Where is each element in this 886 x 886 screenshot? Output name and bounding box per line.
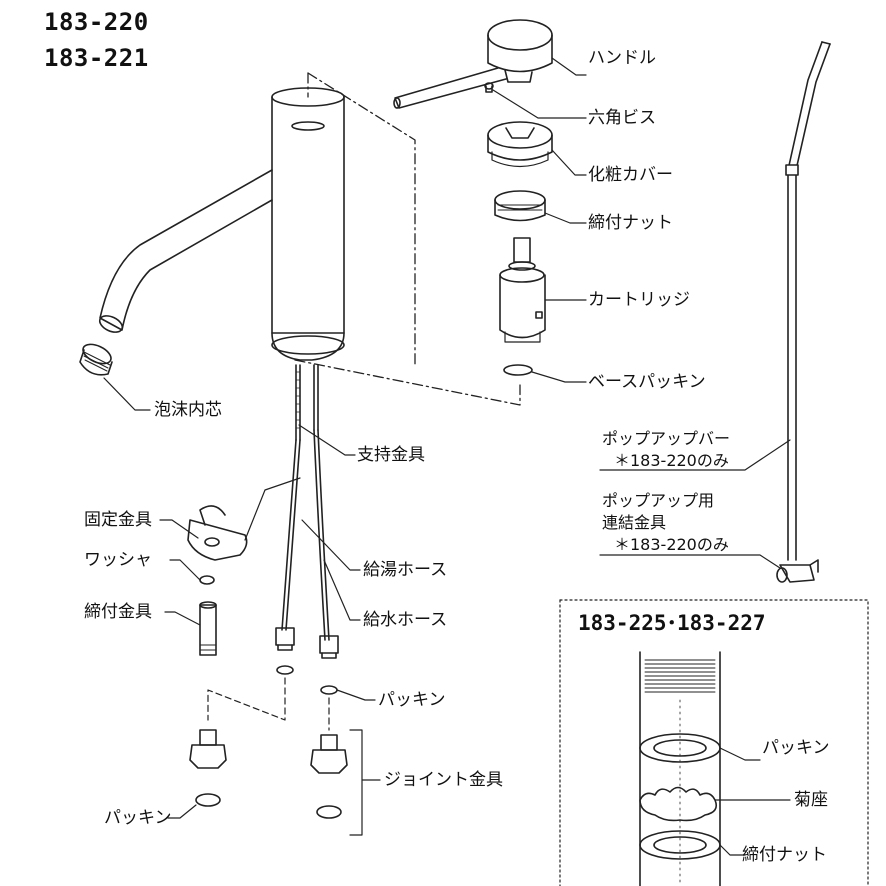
spout bbox=[98, 169, 273, 333]
faucet-body bbox=[271, 87, 345, 361]
label-packing: パッキン bbox=[378, 690, 446, 710]
hoses bbox=[281, 364, 330, 641]
inset-label-chrysanthemum-seat: 菊座 bbox=[794, 790, 828, 810]
label-joint-fitting: ジョイント金具 bbox=[384, 770, 503, 790]
washer-part bbox=[199, 575, 215, 585]
label-cartridge: カートリッジ bbox=[588, 290, 690, 310]
assembly-guide bbox=[294, 72, 521, 406]
cartridge-part bbox=[499, 237, 546, 343]
fastening-fitting-part bbox=[199, 601, 217, 656]
base-packing-part bbox=[503, 364, 533, 376]
inset-label-fastening-nut: 締付ナット bbox=[742, 845, 827, 865]
label-washer: ワッシャ bbox=[84, 550, 152, 570]
label-popup-link-2: 連結金具 bbox=[602, 513, 667, 532]
popup-link-part bbox=[776, 559, 819, 583]
connection-guides bbox=[207, 677, 330, 731]
model-number-1: 183-220 bbox=[44, 8, 149, 36]
label-popup-bar: ポップアップバー bbox=[602, 429, 731, 448]
label-aerator: 泡沫内芯 bbox=[154, 400, 222, 420]
joint-fitting-left bbox=[189, 729, 227, 807]
inset-drawing bbox=[639, 651, 721, 886]
fastening-nut-part bbox=[494, 190, 546, 222]
label-hot-hose: 給湯ホース bbox=[363, 560, 448, 580]
handle-part bbox=[393, 19, 553, 109]
label-fastening-fitting: 締付金具 bbox=[84, 602, 152, 622]
label-cold-hose: 給水ホース bbox=[363, 610, 448, 630]
label-packing-bottom: パッキン bbox=[104, 808, 172, 828]
label-base-packing: ベースパッキン bbox=[588, 372, 706, 392]
popup-bar-part bbox=[785, 41, 831, 561]
aerator-part bbox=[79, 343, 113, 376]
label-hex-screw: 六角ビス bbox=[588, 108, 656, 128]
label-popup-link-1: ポップアップ用 bbox=[602, 491, 715, 510]
label-cosmetic-cover: 化粧カバー bbox=[588, 165, 673, 185]
label-support-bracket: 支持金具 bbox=[357, 445, 425, 465]
inset-title: 183-225･183-227 bbox=[578, 611, 766, 635]
note-popup-bar: ＊183-220のみ bbox=[614, 451, 729, 470]
fixing-bracket-part bbox=[187, 505, 248, 561]
label-fixing-bracket: 固定金具 bbox=[84, 510, 152, 530]
label-handle: ハンドル bbox=[588, 48, 656, 68]
hex-screw-part bbox=[484, 82, 494, 93]
inset-label-packing: パッキン bbox=[762, 738, 830, 758]
model-number-2: 183-221 bbox=[44, 44, 149, 72]
joint-fitting-right bbox=[310, 734, 348, 819]
note-popup-link: ＊183-220のみ bbox=[614, 535, 729, 554]
label-fastening-nut: 締付ナット bbox=[588, 213, 673, 233]
cosmetic-cover-part bbox=[487, 121, 553, 168]
